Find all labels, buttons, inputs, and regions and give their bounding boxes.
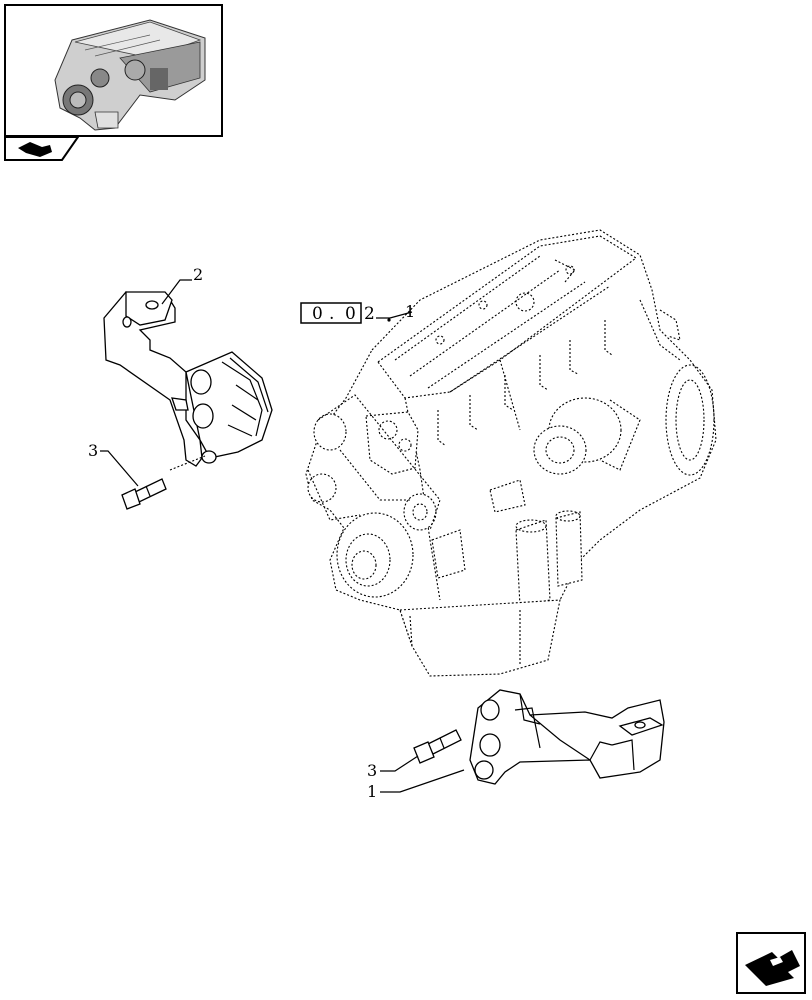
callout-label-3-right: 3 [367, 761, 377, 780]
callout-label-1-engine: 1 [405, 302, 415, 321]
reference-code-char-2: . [329, 304, 334, 324]
callout-3-bolt-left: 3 [88, 441, 139, 487]
reference-code-char-1: 0 [312, 304, 323, 324]
callout-1-mount: 1 [367, 769, 465, 801]
callout-1-engine: 1 [376, 302, 415, 322]
callout-label-3-left: 3 [88, 441, 98, 460]
reference-code-box[interactable]: 0 . 0 2 [300, 302, 375, 324]
callout-label-1-mount: 1 [367, 782, 377, 801]
front-bracket-part-2 [103, 291, 273, 467]
reference-code-char-3: 0 [345, 304, 356, 324]
engine-thumbnail[interactable] [4, 4, 223, 137]
bolt-part-3-right [413, 729, 462, 764]
bolt-part-3-left [121, 455, 206, 510]
reference-code-suffix: 2 [364, 304, 375, 324]
thumbnail-engine-image [54, 19, 206, 131]
callout-label-2: 2 [193, 265, 203, 284]
callout-2-bracket: 2 [161, 265, 203, 305]
next-page-arrow-icon[interactable] [736, 932, 806, 994]
book-arrow-icon[interactable] [4, 136, 80, 161]
engine-assembly [305, 229, 717, 677]
callout-3-bolt-right: 3 [367, 755, 419, 780]
engine-mount-part-1 [469, 689, 665, 785]
